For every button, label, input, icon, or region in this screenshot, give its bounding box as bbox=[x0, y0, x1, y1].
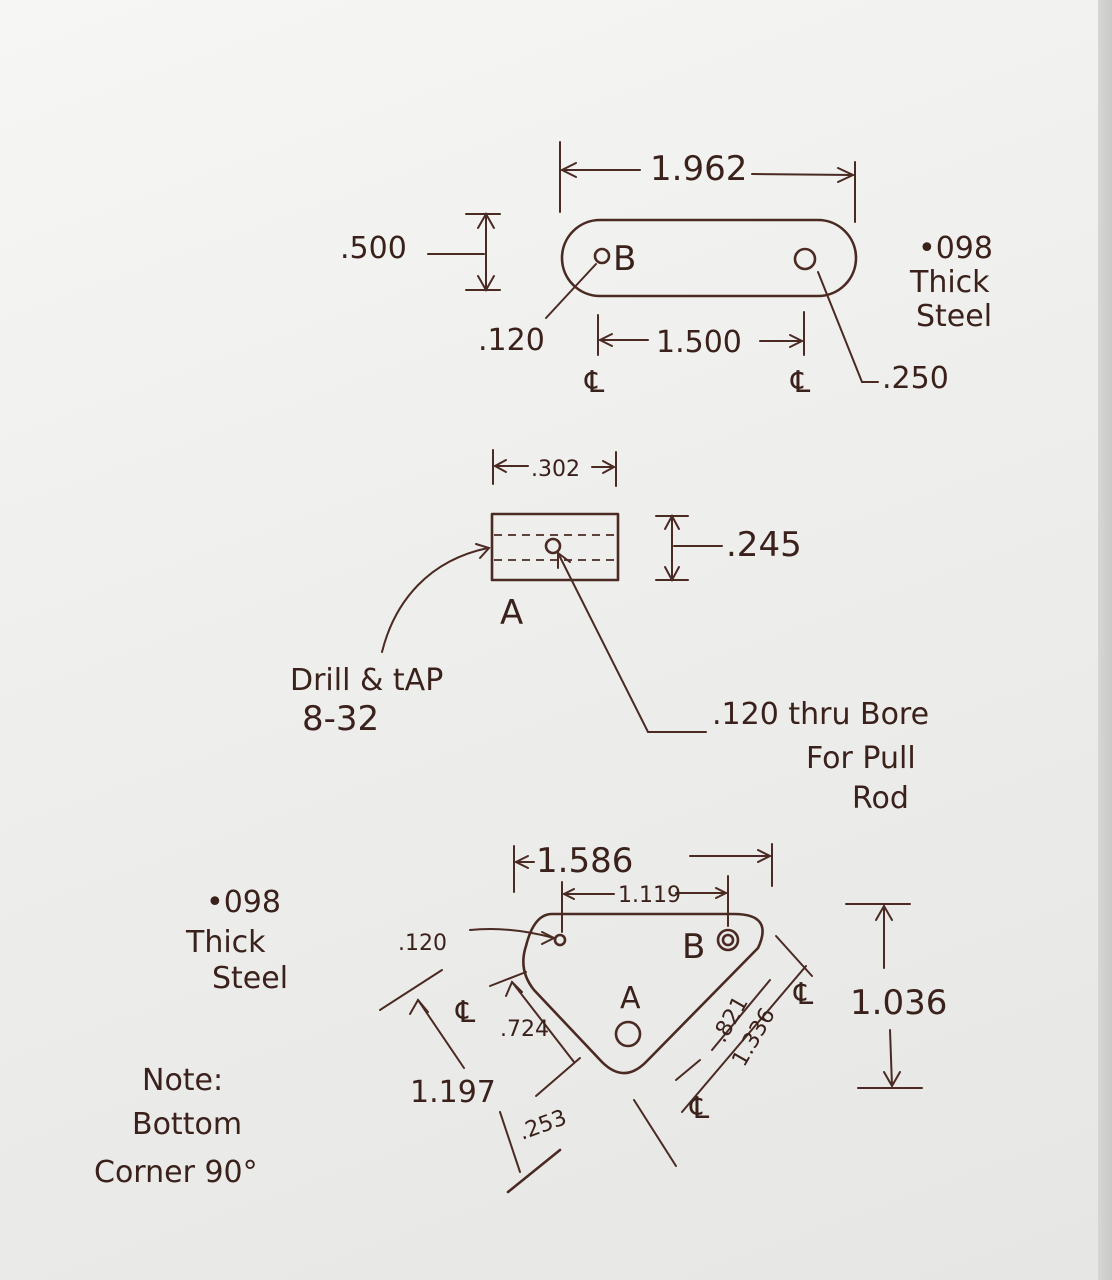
tri-dim-253-label: .253 bbox=[516, 1105, 571, 1145]
tri-dim-1197-label: 1.197 bbox=[410, 1075, 496, 1110]
tri-height-line-bottom bbox=[889, 1029, 893, 1087]
hole-b-label: B bbox=[613, 239, 636, 279]
tri-right-ext-top bbox=[775, 935, 813, 977]
link-large-hole bbox=[793, 247, 817, 271]
tri-dim-821-line bbox=[711, 979, 771, 1051]
tri-dim-1197-arrow bbox=[409, 998, 429, 1015]
tri-height-arrow-top bbox=[875, 903, 893, 921]
block-width-arrow-right bbox=[602, 460, 617, 474]
tap-leader-arrow bbox=[475, 543, 491, 559]
tri-label-b: B bbox=[682, 927, 705, 967]
tri-small-hole-leader bbox=[469, 928, 555, 939]
tri-width-label: 1.586 bbox=[536, 841, 633, 881]
small-hole-label: .120 bbox=[478, 323, 545, 358]
tri-height-label: 1.036 bbox=[850, 983, 947, 1023]
tap-note-line-1: Drill & tAP bbox=[290, 663, 443, 698]
length-dim-line-right bbox=[751, 173, 854, 176]
bore-leader-arrow bbox=[557, 551, 571, 569]
block-height-arrow-top bbox=[664, 513, 680, 530]
note-line-2: Bottom bbox=[132, 1107, 242, 1142]
tri-small-hole-arrow bbox=[541, 931, 557, 945]
tri-dim-724-tick bbox=[489, 971, 527, 987]
triangle-large-hole-inner bbox=[721, 933, 735, 947]
material-line-1: •098 bbox=[918, 231, 993, 266]
tap-note-line-2: 8-32 bbox=[302, 699, 379, 739]
block-width-label: .302 bbox=[531, 457, 580, 482]
part2-block: .302 .245 A Drill & tAP 8-32 .120 thru B… bbox=[290, 449, 929, 816]
note-line-3: Corner 90° bbox=[94, 1155, 258, 1190]
tri-spacing-arrow-left bbox=[561, 888, 575, 900]
spacing-label: 1.500 bbox=[656, 325, 742, 360]
tri-material-line-2: Thick bbox=[185, 925, 266, 960]
triangle-large-hole bbox=[716, 928, 740, 952]
material-line-2: Thick bbox=[909, 265, 990, 300]
length-arrow-right bbox=[837, 167, 856, 183]
tri-width-arrow-right bbox=[757, 849, 773, 863]
tri-left-ext-top bbox=[379, 969, 443, 1011]
tri-dim-1336-line bbox=[681, 965, 807, 1113]
triangle-center-hole bbox=[614, 1020, 642, 1048]
tri-dim-253-baseline bbox=[506, 1148, 562, 1194]
bore-note-line-2: For Pull bbox=[806, 741, 916, 776]
block-label-a: A bbox=[500, 593, 523, 633]
tri-dim-821-tick bbox=[675, 1059, 701, 1081]
block-hole bbox=[544, 537, 562, 555]
material-line-3: Steel bbox=[916, 299, 992, 334]
bore-leader bbox=[557, 552, 707, 733]
tri-dim-724-line bbox=[511, 981, 575, 1063]
tri-centerline-1: ℄ bbox=[793, 977, 813, 1012]
large-hole-leader bbox=[817, 271, 879, 383]
tri-dim-253-leader bbox=[535, 1057, 581, 1097]
tap-leader bbox=[381, 547, 489, 653]
height-arrow-bottom bbox=[477, 275, 495, 293]
tri-dim-1197-line bbox=[417, 999, 465, 1069]
spacing-arrow-left bbox=[597, 333, 613, 347]
block-outline bbox=[490, 512, 620, 582]
triangle-small-hole bbox=[553, 933, 567, 947]
block-width-arrow-left bbox=[492, 459, 507, 473]
tri-spacing-label: 1.119 bbox=[618, 883, 681, 908]
tri-height-arrow-bottom bbox=[883, 1071, 901, 1089]
centerline-left: ℄ bbox=[584, 365, 604, 400]
link-small-hole bbox=[593, 247, 611, 265]
tri-material-line-1: •098 bbox=[206, 885, 281, 920]
tri-dim-724-arrow bbox=[505, 980, 523, 997]
spacing-arrow-right bbox=[789, 334, 805, 348]
length-label: 1.962 bbox=[650, 149, 747, 189]
large-hole-label: .250 bbox=[882, 361, 949, 396]
tri-label-a: A bbox=[620, 981, 641, 1016]
tri-centerline-2: ℄ bbox=[689, 1091, 709, 1126]
part3-triangle: 1.586 1.119 .120 B A 1.036 .821 1.336 ℄ … bbox=[94, 841, 947, 1194]
height-label: .500 bbox=[340, 231, 407, 266]
triangle-outline bbox=[522, 912, 764, 1075]
length-arrow-left bbox=[559, 162, 577, 178]
tri-small-hole-label: .120 bbox=[398, 931, 447, 956]
height-arrow-top bbox=[477, 211, 495, 229]
note-line-1: Note: bbox=[142, 1063, 223, 1098]
block-height-label: .245 bbox=[726, 525, 802, 565]
small-hole-leader bbox=[545, 263, 597, 319]
tri-dim-724-label: .724 bbox=[500, 1017, 549, 1042]
block-height-arrow-bottom bbox=[664, 566, 680, 583]
tri-material-line-3: Steel bbox=[212, 961, 288, 996]
tri-spacing-arrow-right bbox=[715, 887, 729, 899]
tri-centerline-3: ℄ bbox=[455, 995, 475, 1030]
bore-note-line-1: .120 thru Bore bbox=[712, 697, 929, 732]
tri-width-arrow-left bbox=[513, 855, 529, 869]
link-outline bbox=[560, 218, 858, 298]
tri-right-ext-bottom bbox=[633, 1099, 677, 1167]
tri-dim-253-line bbox=[499, 1111, 521, 1173]
part1-link: 1.962 .500 B .120 .250 1.500 ℄ ℄ •098 Th… bbox=[340, 141, 993, 400]
bore-note-line-3: Rod bbox=[852, 781, 909, 816]
paper-edge bbox=[1098, 0, 1112, 1280]
centerline-right: ℄ bbox=[790, 365, 810, 400]
